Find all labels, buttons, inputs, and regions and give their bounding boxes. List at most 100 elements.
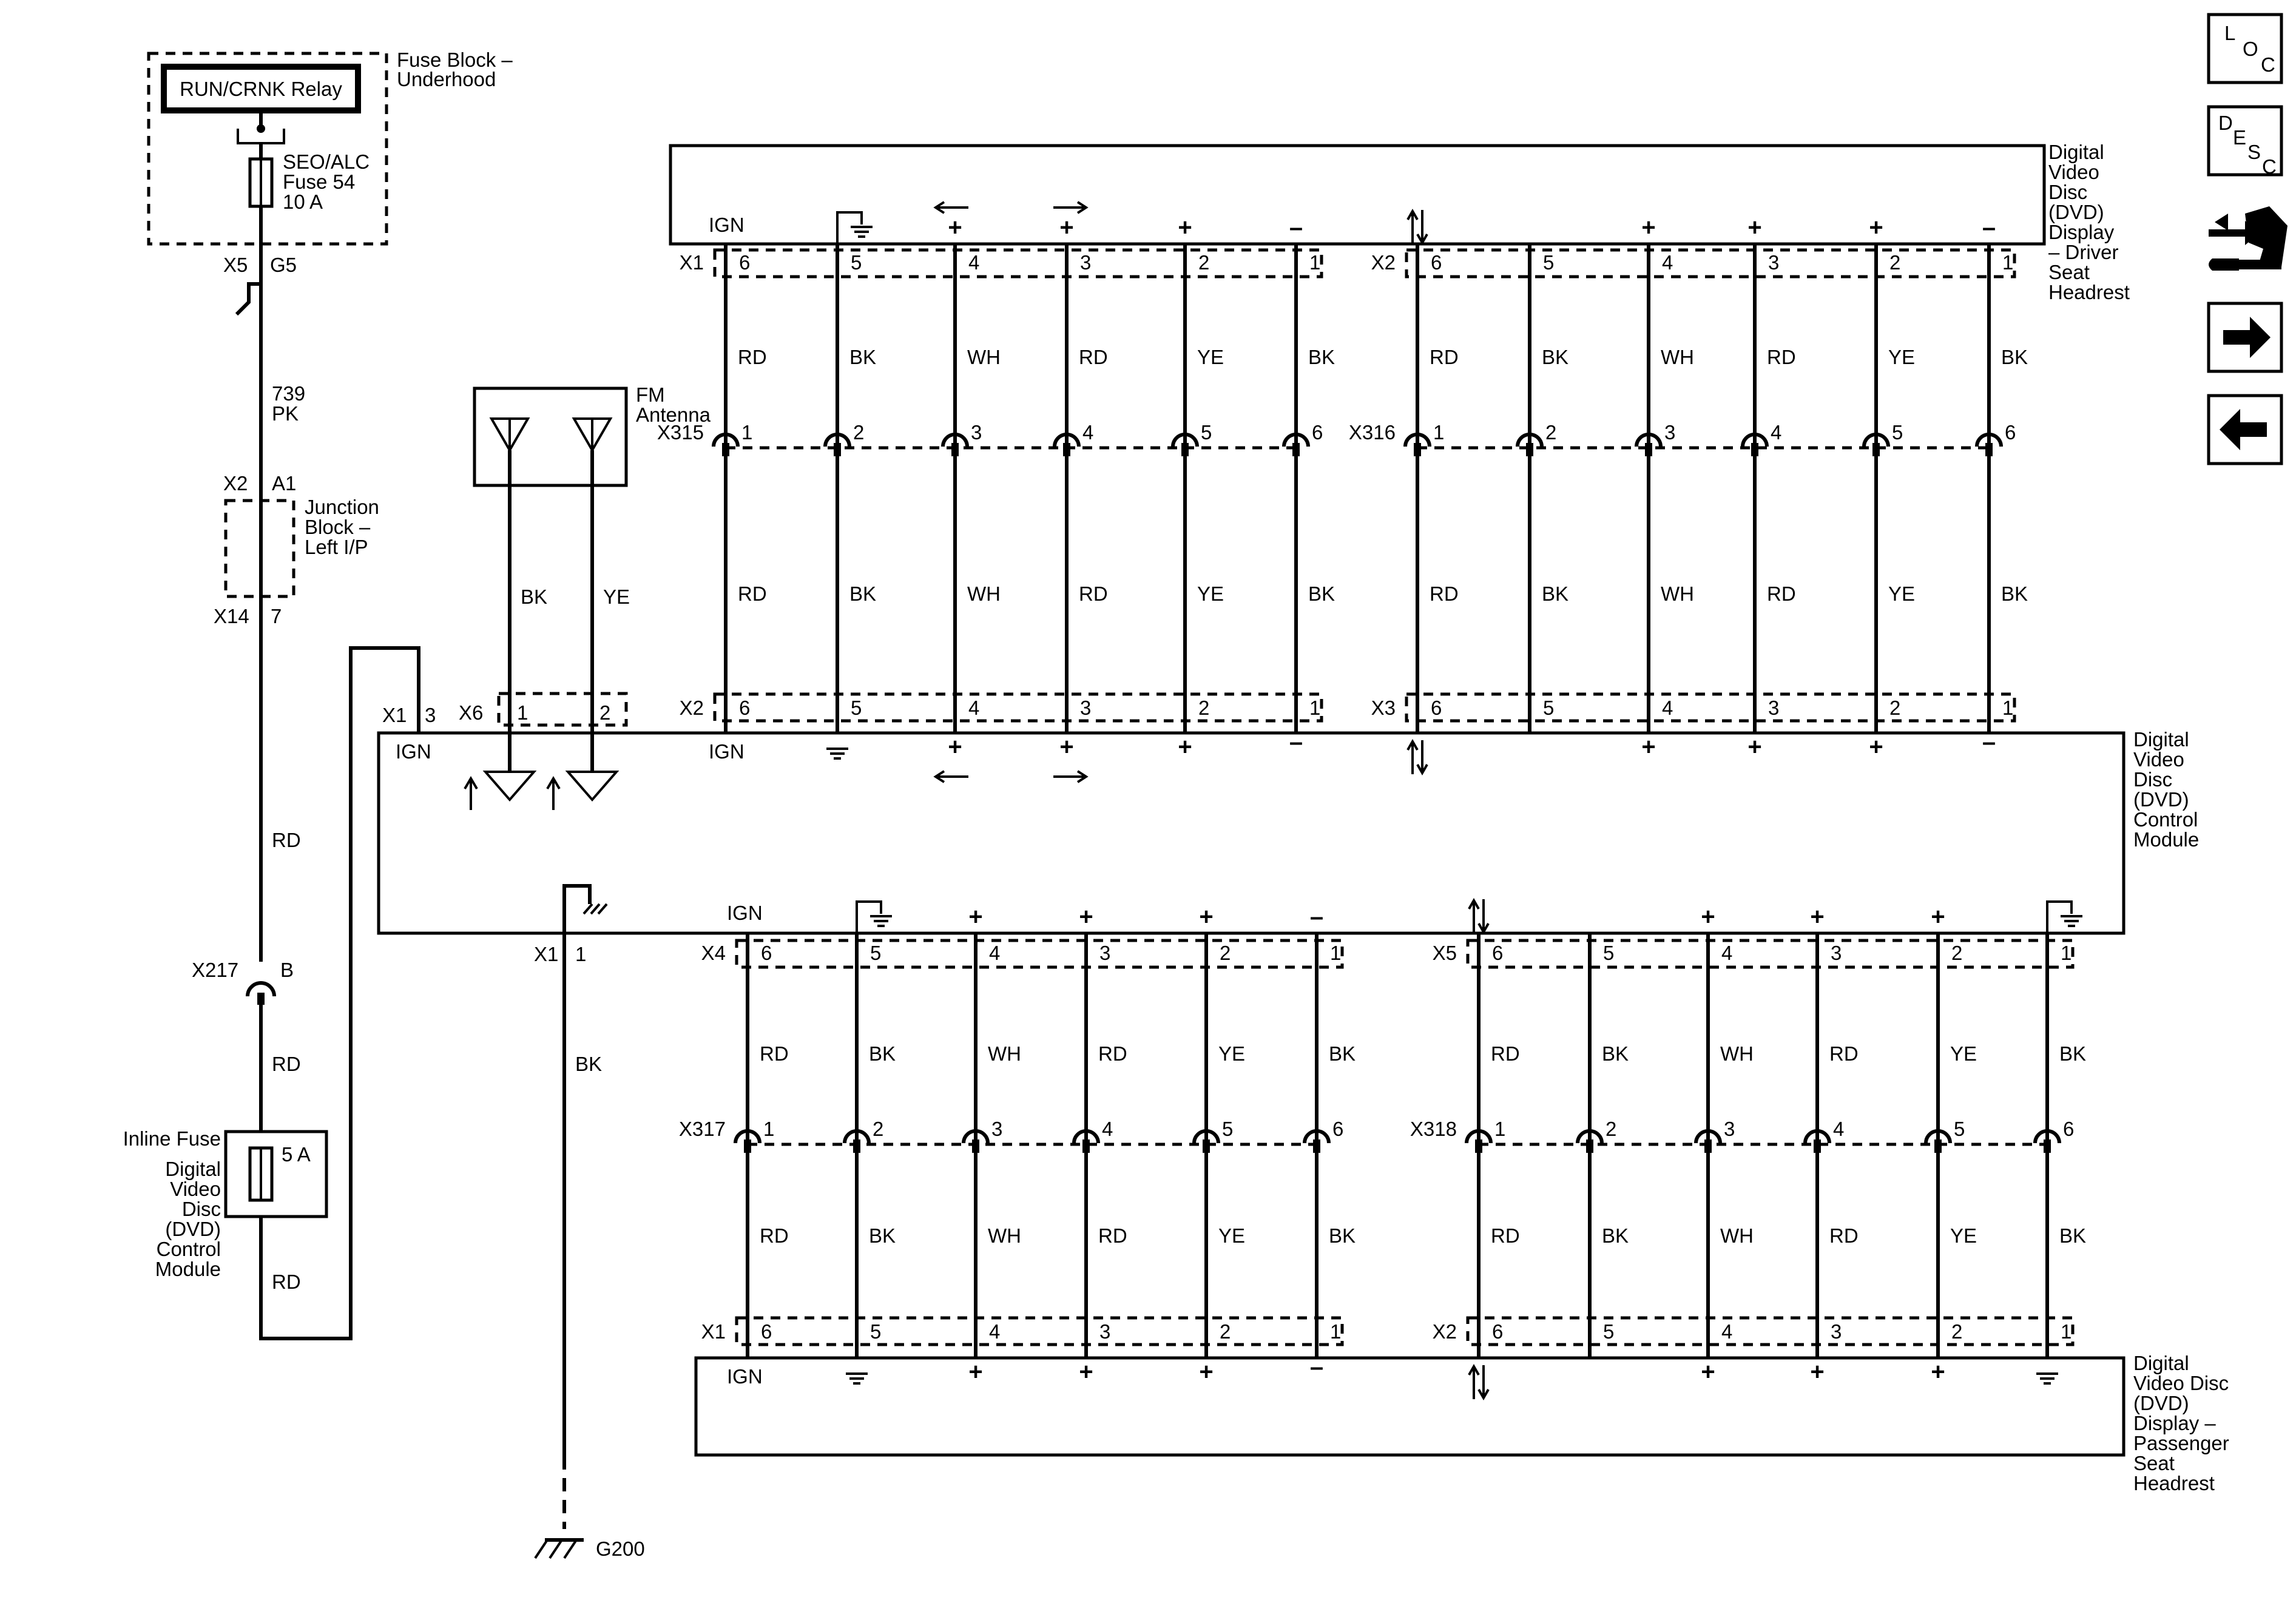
top-pin-label: 1 — [2061, 942, 2071, 964]
junction-connector-top: X2 — [223, 472, 248, 495]
next-page-button[interactable] — [2207, 302, 2283, 373]
bottom-pin-label: 2 — [1889, 697, 1900, 719]
arrow-right-icon — [1053, 201, 1089, 214]
wire-color-label: WH — [988, 1042, 1021, 1065]
bottom-pin-label: 6 — [1492, 1320, 1503, 1343]
inline-terminal-icon — [1171, 433, 1199, 456]
connector-tools-button[interactable] — [2209, 206, 2288, 271]
inline-pin-label: 3 — [1724, 1118, 1735, 1140]
inline-pin-label: 1 — [1433, 421, 1444, 444]
bottom-pin-label: 4 — [968, 697, 979, 719]
bottom-pin-label: 3 — [1080, 697, 1091, 719]
description-icon — [2207, 105, 2283, 177]
positive-icon: + — [1178, 734, 1192, 760]
signal-in-arrow-1 — [464, 776, 478, 810]
positive-icon: + — [1810, 1359, 1824, 1385]
wire-color-label: BK — [1542, 346, 1568, 368]
driver-display-box — [669, 144, 2046, 246]
positive-icon: + — [1199, 1359, 1213, 1385]
bottom-pin-label: 5 — [1603, 1320, 1614, 1343]
passenger-title-6: Seat — [2133, 1452, 2175, 1474]
top-pin-label: 3 — [1831, 942, 1842, 964]
ground-pin: 1 — [575, 943, 586, 965]
bottom-pin-label: 4 — [1662, 697, 1673, 719]
positive-icon: + — [948, 214, 962, 241]
driver-title-3: Disc — [2048, 181, 2087, 203]
control-title-1: Digital — [2133, 728, 2189, 751]
previous-page-button[interactable] — [2207, 394, 2283, 465]
antenna-pin-1: 1 — [517, 701, 528, 724]
bidirectional-icon — [1406, 738, 1428, 776]
top-connector-outline — [1405, 248, 2016, 279]
top-pin-label: 2 — [1951, 942, 1962, 964]
top-pin-label: 3 — [1768, 251, 1779, 274]
inline-pin-label: 1 — [763, 1118, 774, 1140]
inline-terminal-icon — [962, 1129, 990, 1153]
inline-terminal-icon — [1192, 1129, 1220, 1153]
positive-icon: + — [1869, 214, 1883, 241]
positive-icon: + — [1869, 734, 1883, 760]
control-title-6: Module — [2133, 828, 2199, 851]
passenger-title-4: Display – — [2133, 1412, 2216, 1434]
passenger-display-box — [694, 1356, 2125, 1457]
driver-display-ign: IGN — [709, 214, 745, 236]
component-location-icon — [2207, 13, 2283, 84]
wire-color-label: BK — [2001, 346, 2028, 368]
bottom-pin-label: 2 — [1198, 697, 1209, 719]
positive-icon: + — [1747, 214, 1761, 241]
antenna-wire-color-2: YE — [603, 586, 630, 608]
signal-in-arrow-2 — [546, 776, 561, 810]
bottom-pin-label: 5 — [870, 1320, 881, 1343]
inline-connector-label: X317 — [679, 1118, 726, 1140]
top-pin-label: 5 — [1603, 942, 1614, 964]
fuse-block-pin: G5 — [270, 254, 297, 276]
loc-letter-l: L — [2224, 22, 2235, 44]
top-pin-label: 4 — [989, 942, 1000, 964]
bottom-connector-outline — [1466, 1316, 2075, 1346]
antenna-connector: X6 — [459, 701, 483, 724]
desc-letter-c: C — [2262, 155, 2277, 178]
bottom-connector-label: X3 — [1371, 697, 1396, 719]
positive-icon: + — [1810, 903, 1824, 930]
top-pin-label: 1 — [1309, 251, 1320, 274]
bottom-pin-label: 3 — [1099, 1320, 1110, 1343]
positive-icon: + — [1701, 1359, 1715, 1385]
positive-icon: + — [968, 1359, 982, 1385]
inline-terminal-icon — [1741, 433, 1769, 456]
driver-title-5: Display — [2048, 221, 2115, 243]
antenna-input-icon-1 — [482, 771, 537, 802]
top-pin-label: 6 — [1431, 251, 1442, 274]
positive-icon: + — [1641, 214, 1655, 241]
wire-groups: X1X2X315661RDRD552BKBK443WHWH++334RDRD++… — [657, 201, 2086, 1401]
top-connector-label: X4 — [701, 942, 726, 964]
bottom-connector-label: X2 — [680, 697, 704, 719]
inline-pin-label: 5 — [1201, 421, 1212, 444]
inline-pin-label: 2 — [873, 1118, 883, 1140]
top-pin-label: 2 — [1220, 942, 1231, 964]
description-button[interactable]: D E S C — [2207, 105, 2283, 178]
wire-color-label: BK — [1542, 582, 1568, 605]
wire-color-label: WH — [967, 346, 1001, 368]
inline-connector-label: X316 — [1349, 421, 1396, 444]
relay-label: RUN/CRNK Relay — [180, 78, 342, 100]
top-pin-label: 6 — [761, 942, 772, 964]
wire-color-label: BK — [1329, 1042, 1356, 1065]
bidirectional-icon — [1468, 897, 1490, 935]
dvd-control-module: IGN IGN IGN Digital Video Disc (DVD) Con… — [377, 728, 2199, 1560]
inline-fuse-owner-6: Module — [155, 1258, 221, 1280]
inline-pin-label: 4 — [1771, 421, 1781, 444]
inline-pin-label: 1 — [1494, 1118, 1505, 1140]
component-location-button[interactable]: L O C — [2207, 13, 2283, 84]
junction-pin-top: A1 — [272, 472, 296, 495]
bottom-pin-label: 6 — [761, 1320, 772, 1343]
wire-color-label: YE — [1888, 346, 1915, 368]
circuit-number: 739 — [272, 382, 305, 405]
top-pin-label: 1 — [1330, 942, 1341, 964]
inline-terminal-icon — [843, 1129, 871, 1153]
inline-fuse-box — [224, 1130, 328, 1218]
